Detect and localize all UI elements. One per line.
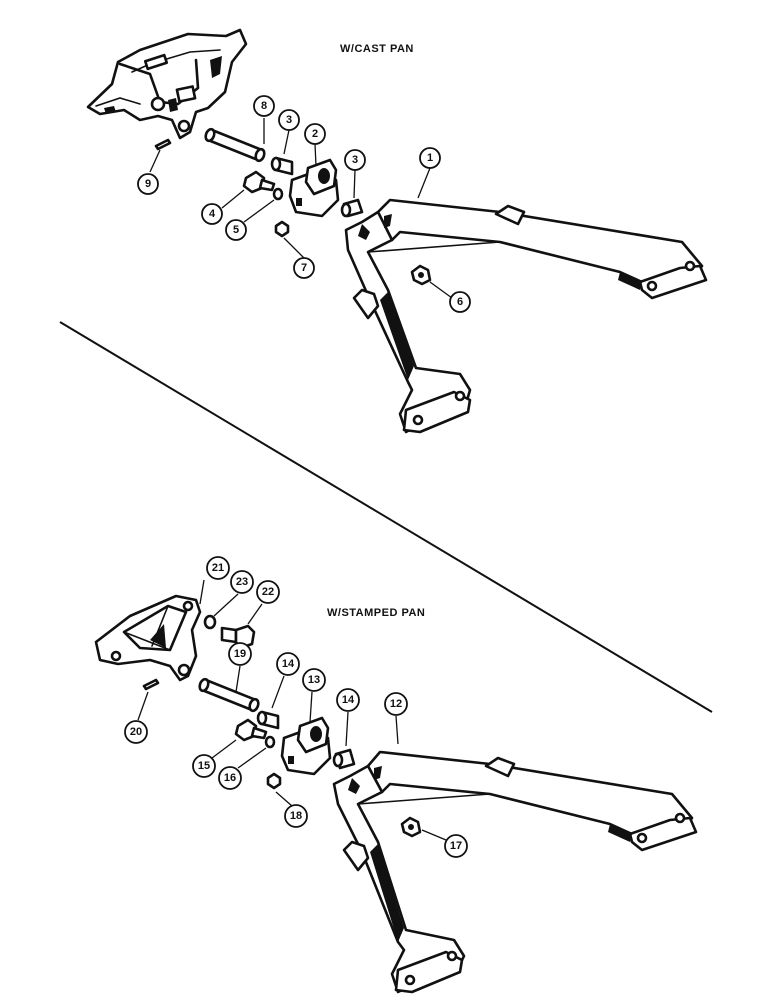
stamped-pan-assembly: 12 13 14 14 15 16 17 18 19 20 21 22 23 xyxy=(94,556,698,994)
bolt-15 xyxy=(234,718,268,742)
svg-text:14: 14 xyxy=(342,694,355,706)
bushing-3-right xyxy=(340,198,364,218)
callout-2: 2 xyxy=(304,123,326,145)
cast-pan-bracket xyxy=(86,28,248,140)
callout-1: 1 xyxy=(419,147,441,169)
svg-text:15: 15 xyxy=(198,760,210,772)
title-cast-pan: W/CAST PAN xyxy=(340,43,414,55)
callout-6: 6 xyxy=(449,291,471,313)
bolt-4 xyxy=(242,170,276,194)
svg-text:21: 21 xyxy=(212,562,224,574)
svg-text:6: 6 xyxy=(457,296,463,308)
callout-12: 12 xyxy=(384,692,408,716)
roll-pin-9 xyxy=(154,138,172,151)
roll-pin-20 xyxy=(142,678,160,691)
svg-text:3: 3 xyxy=(352,154,358,166)
callout-14: 14 xyxy=(276,652,300,676)
lock-washer-23 xyxy=(203,614,217,630)
callout-3: 3 xyxy=(344,149,366,171)
callout-21: 21 xyxy=(206,556,230,580)
svg-text:4: 4 xyxy=(209,208,216,220)
bushing-14-right xyxy=(332,748,356,770)
pivot-bracket-13 xyxy=(280,716,332,776)
bushing-14-left xyxy=(256,710,280,730)
svg-text:2: 2 xyxy=(312,128,318,140)
callout-17: 17 xyxy=(444,834,468,858)
callout-18: 18 xyxy=(284,804,308,828)
svg-text:8: 8 xyxy=(261,100,267,112)
callout-16: 16 xyxy=(218,766,242,790)
svg-text:12: 12 xyxy=(390,698,402,710)
pivot-pin-8 xyxy=(204,127,266,163)
callout-20: 20 xyxy=(124,720,148,744)
lock-washer-16 xyxy=(264,735,276,749)
svg-text:22: 22 xyxy=(262,586,274,598)
nut-6 xyxy=(410,264,432,286)
callout-5: 5 xyxy=(225,219,247,241)
pivot-bracket-2 xyxy=(288,158,340,218)
svg-text:18: 18 xyxy=(290,810,302,822)
callout-9: 9 xyxy=(137,173,159,195)
callout-13: 13 xyxy=(302,668,326,692)
svg-text:17: 17 xyxy=(450,840,462,852)
callout-22: 22 xyxy=(256,580,280,604)
bushing-3-left xyxy=(270,156,294,176)
callout-23: 23 xyxy=(230,570,254,594)
cast-pan-assembly: 1 2 3 3 4 5 6 7 8 9 xyxy=(86,28,708,434)
svg-text:20: 20 xyxy=(130,726,142,738)
svg-text:9: 9 xyxy=(145,178,151,190)
svg-text:1: 1 xyxy=(427,152,433,164)
callout-14: 14 xyxy=(336,688,360,712)
nut-17 xyxy=(400,816,422,838)
svg-text:19: 19 xyxy=(234,648,246,660)
callout-4: 4 xyxy=(201,203,223,225)
svg-text:16: 16 xyxy=(224,772,236,784)
svg-text:5: 5 xyxy=(233,224,239,236)
callout-8: 8 xyxy=(253,95,275,117)
lock-washer-5 xyxy=(272,187,284,201)
callout-15: 15 xyxy=(192,754,216,778)
callout-7: 7 xyxy=(293,257,315,279)
stamped-pan-bracket-21 xyxy=(94,594,202,682)
svg-text:7: 7 xyxy=(301,262,307,274)
callout-3: 3 xyxy=(278,109,300,131)
svg-text:13: 13 xyxy=(308,674,320,686)
svg-text:3: 3 xyxy=(286,114,292,126)
title-stamped-pan: W/STAMPED PAN xyxy=(327,607,426,619)
nut-7 xyxy=(274,220,290,238)
front-support-frame-12 xyxy=(332,750,698,994)
svg-text:23: 23 xyxy=(236,576,248,588)
section-divider-line xyxy=(59,321,713,713)
nut-18 xyxy=(266,772,282,790)
svg-text:14: 14 xyxy=(282,658,295,670)
front-support-frame-1 xyxy=(344,198,708,434)
pivot-pin-19 xyxy=(198,677,260,713)
callout-19: 19 xyxy=(228,642,252,666)
